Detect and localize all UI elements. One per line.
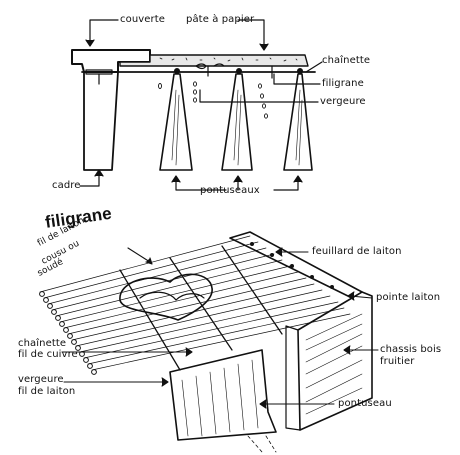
label-chainette-top: chaînette (322, 55, 371, 66)
label-filigrane-top: filigrane (322, 78, 364, 89)
filigree-wires (195, 63, 273, 79)
wire-ends (39, 291, 97, 375)
rib-3 (283, 73, 313, 171)
wood-frame-edge (285, 325, 301, 431)
label-fruitier: fruitier (380, 356, 415, 367)
rib-2 (221, 73, 253, 171)
cross-section (71, 19, 323, 191)
label-couverte: couverte (120, 14, 166, 25)
watermark-inner (139, 291, 205, 301)
wood-grain (305, 313, 363, 415)
chain-wires (174, 68, 303, 74)
laid-wire-drops (158, 81, 268, 119)
pulp-speckles (159, 57, 298, 62)
frame-shape (83, 71, 119, 171)
pate-leader (237, 19, 265, 49)
top-leaders (79, 19, 323, 191)
pulp-layer (119, 54, 309, 67)
label-pointe-laiton: pointe laiton (376, 292, 441, 303)
mould-perspective (39, 231, 379, 453)
frame-bar (85, 69, 113, 75)
label-pate-a-papier: pâte à papier (186, 14, 255, 25)
label-fil-de-laiton-b: fil de laiton (18, 386, 76, 397)
label-cadre: cadre (52, 180, 81, 191)
couverte-leader (89, 19, 119, 45)
label-fil-de-cuivre: fil de cuivre (18, 349, 78, 360)
watermark-wire (119, 273, 213, 321)
rib-hatching (171, 89, 303, 166)
wood-frame-side (297, 291, 373, 431)
label-chainette-bottom: chaînette (18, 338, 67, 349)
chain-wire-lines (119, 245, 283, 371)
label-vergeure-bottom: vergeure (18, 374, 64, 385)
label-pontuseaux: pontuseaux (200, 185, 260, 196)
filigrane-leader (273, 73, 321, 85)
vergeure-leader (199, 89, 319, 103)
strip-nails (250, 242, 334, 289)
label-feuillard-de-laiton: feuillard de laiton (312, 246, 402, 257)
label-pontuseau: pontuseau (338, 398, 392, 409)
cadre-leader (79, 171, 100, 187)
laid-wire-mesh (39, 235, 351, 371)
couverte-shape (71, 49, 151, 73)
label-vergeure-top: vergeure (320, 96, 366, 107)
chainette-leader (305, 61, 323, 73)
rib-1 (159, 73, 193, 171)
label-chassis-bois: chassis bois (380, 344, 442, 355)
rib-dash (247, 435, 277, 453)
bottom-leaders (61, 247, 379, 409)
rib-slab (169, 349, 277, 441)
rib-slab-hatch (181, 359, 259, 437)
pontuseaux-leader (175, 177, 299, 191)
filigrane-arrow (127, 247, 151, 263)
